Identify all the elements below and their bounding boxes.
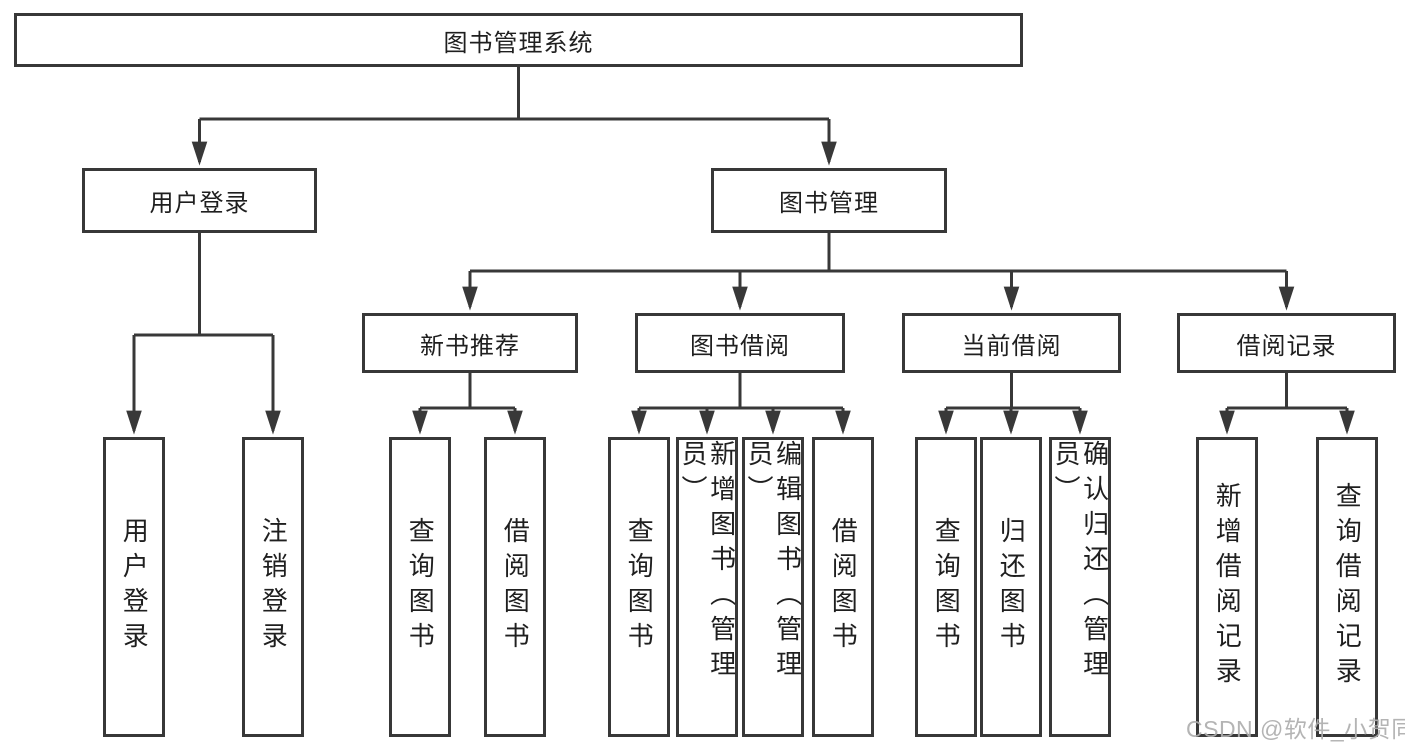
leaf-borrow-add-books-label: 新增图书（管理员） <box>678 440 737 685</box>
leaf-borrow-borrow-books-label: 借阅图书 <box>828 517 859 657</box>
leaf-record-add-entry-label: 新增借阅记录 <box>1212 482 1243 692</box>
node-user-login: 用户登录 <box>82 168 317 233</box>
leaf-current-confirm-return: 确认归还（管理员） <box>1049 437 1111 737</box>
leaf-borrow-add-books: 新增图书（管理员） <box>676 437 738 737</box>
leaf-recommend-query-books-label: 查询图书 <box>405 517 436 657</box>
leaf-record-query-entry-label: 查询借阅记录 <box>1332 482 1363 692</box>
leaf-current-return-books: 归还图书 <box>980 437 1042 737</box>
leaf-borrow-edit-books: 编辑图书（管理员） <box>742 437 804 737</box>
leaf-borrow-edit-books-label: 编辑图书（管理员） <box>744 440 803 685</box>
node-root: 图书管理系统 <box>14 13 1023 67</box>
leaf-user-login: 用户登录 <box>103 437 165 737</box>
node-borrow-record: 借阅记录 <box>1177 313 1396 373</box>
leaf-borrow-query-books-label: 查询图书 <box>624 517 655 657</box>
leaf-current-query-books: 查询图书 <box>915 437 977 737</box>
leaf-logout: 注销登录 <box>242 437 304 737</box>
leaf-recommend-borrow-books-label: 借阅图书 <box>500 517 531 657</box>
leaf-record-add-entry: 新增借阅记录 <box>1196 437 1258 737</box>
leaf-user-login-label: 用户登录 <box>119 517 150 657</box>
leaf-current-confirm-return-label: 确认归还（管理员） <box>1051 440 1110 685</box>
node-new-book-recommend: 新书推荐 <box>362 313 578 373</box>
leaf-recommend-borrow-books: 借阅图书 <box>484 437 546 737</box>
node-book-management: 图书管理 <box>711 168 947 233</box>
node-book-borrow: 图书借阅 <box>635 313 845 373</box>
leaf-recommend-query-books: 查询图书 <box>389 437 451 737</box>
node-current-borrow: 当前借阅 <box>902 313 1121 373</box>
leaf-logout-label: 注销登录 <box>258 517 289 657</box>
leaf-current-return-books-label: 归还图书 <box>996 517 1027 657</box>
leaf-borrow-borrow-books: 借阅图书 <box>812 437 874 737</box>
watermark: CSDN @软件_小贺同学 <box>1186 716 1405 742</box>
leaf-record-query-entry: 查询借阅记录 <box>1316 437 1378 737</box>
leaf-current-query-books-label: 查询图书 <box>931 517 962 657</box>
leaf-borrow-query-books: 查询图书 <box>608 437 670 737</box>
